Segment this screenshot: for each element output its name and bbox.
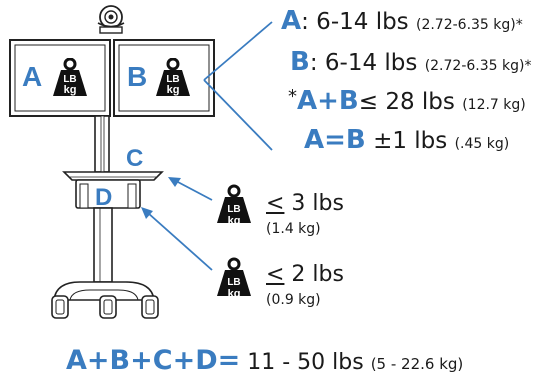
icon-lb-text: LB — [166, 74, 179, 85]
caster-wheels — [51, 295, 159, 319]
icon-lb-text: LB — [227, 277, 240, 288]
cart-pole — [94, 115, 110, 173]
spec-b: B: 6-14 lbs (2.72-6.35 kg)* — [290, 49, 531, 75]
spec-equal-eq: = — [324, 125, 346, 155]
total-c: C — [152, 345, 173, 376]
spec-equal-rest: ±1 lbs — [373, 128, 448, 154]
icon-kg-text: kg — [167, 84, 180, 96]
accessory-c-cmp: < — [266, 191, 285, 216]
arrow-to-basket-d — [141, 207, 213, 271]
basket-d — [75, 179, 141, 209]
shelf-c — [62, 171, 164, 181]
cart-column — [93, 207, 113, 283]
label-c: C — [126, 145, 143, 172]
cart-base — [53, 281, 155, 301]
icon-kg-text: kg — [228, 215, 241, 227]
spec-b-range: : 6-14 lbs — [309, 50, 418, 76]
accessory-c-value: 3 lbs — [284, 191, 344, 216]
total-eq: = — [217, 345, 241, 376]
total-metric: (5 - 22.6 kg) — [370, 355, 464, 373]
icon-kg-text: kg — [228, 288, 241, 300]
spec-b-metric: (2.72-6.35 kg)* — [424, 58, 532, 74]
icon-kg-text: kg — [64, 84, 77, 96]
icon-lb-text: LB — [227, 204, 240, 215]
spec-equal-a: A — [304, 125, 325, 155]
spec-sum-metric: (12.7 kg) — [462, 97, 526, 113]
total-plus-2: + — [130, 345, 153, 376]
total-d: D — [195, 345, 218, 376]
spec-sum-star: * — [288, 86, 297, 107]
spec-sum: *A+B≤ 28 lbs (12.7 kg) — [288, 86, 526, 116]
leader-lines — [203, 21, 273, 151]
camera-icon — [97, 5, 125, 34]
label-d: D — [95, 184, 112, 211]
spec-a-range: : 6-14 lbs — [301, 9, 409, 35]
spec-sum-rest: ≤ 28 lbs — [358, 89, 455, 115]
total-b: B — [109, 345, 131, 376]
spec-b-letter: B — [290, 47, 310, 77]
accessory-c-metric: (1.4 kg) — [266, 221, 321, 237]
total-a: A — [66, 345, 87, 376]
total-range: 11 - 50 lbs — [240, 350, 364, 375]
label-a: A — [22, 61, 42, 92]
spec-equal-metric: (.45 kg) — [454, 136, 510, 152]
total-weight: A+B+C+D= 11 - 50 lbs (5 - 22.6 kg) — [66, 347, 463, 374]
accessory-d-metric: (0.9 kg) — [266, 292, 321, 308]
accessory-d-value: 2 lbs — [284, 262, 344, 287]
total-plus-1: + — [86, 345, 110, 376]
spec-a-metric: (2.72-6.35 kg)* — [415, 17, 523, 33]
spec-equal: A=B ±1 lbs (.45 kg) — [304, 127, 509, 153]
arrow-to-shelf-c — [168, 177, 213, 201]
total-plus-3: + — [172, 345, 196, 376]
spec-sum-plus: + — [317, 86, 339, 116]
accessory-d-weight: < 2 lbs — [266, 264, 344, 286]
spec-sum-a: A — [297, 86, 318, 116]
spec-sum-b: B — [338, 86, 359, 116]
icon-lb-text: LB — [63, 74, 76, 85]
accessory-c-weight: < 3 lbs — [266, 193, 344, 215]
spec-a-letter: A — [281, 6, 302, 36]
spec-equal-b: B — [345, 125, 366, 155]
spec-a: A: 6-14 lbs (2.72-6.35 kg)* — [281, 8, 523, 34]
accessory-d-cmp: < — [266, 262, 285, 287]
label-b: B — [127, 61, 147, 92]
